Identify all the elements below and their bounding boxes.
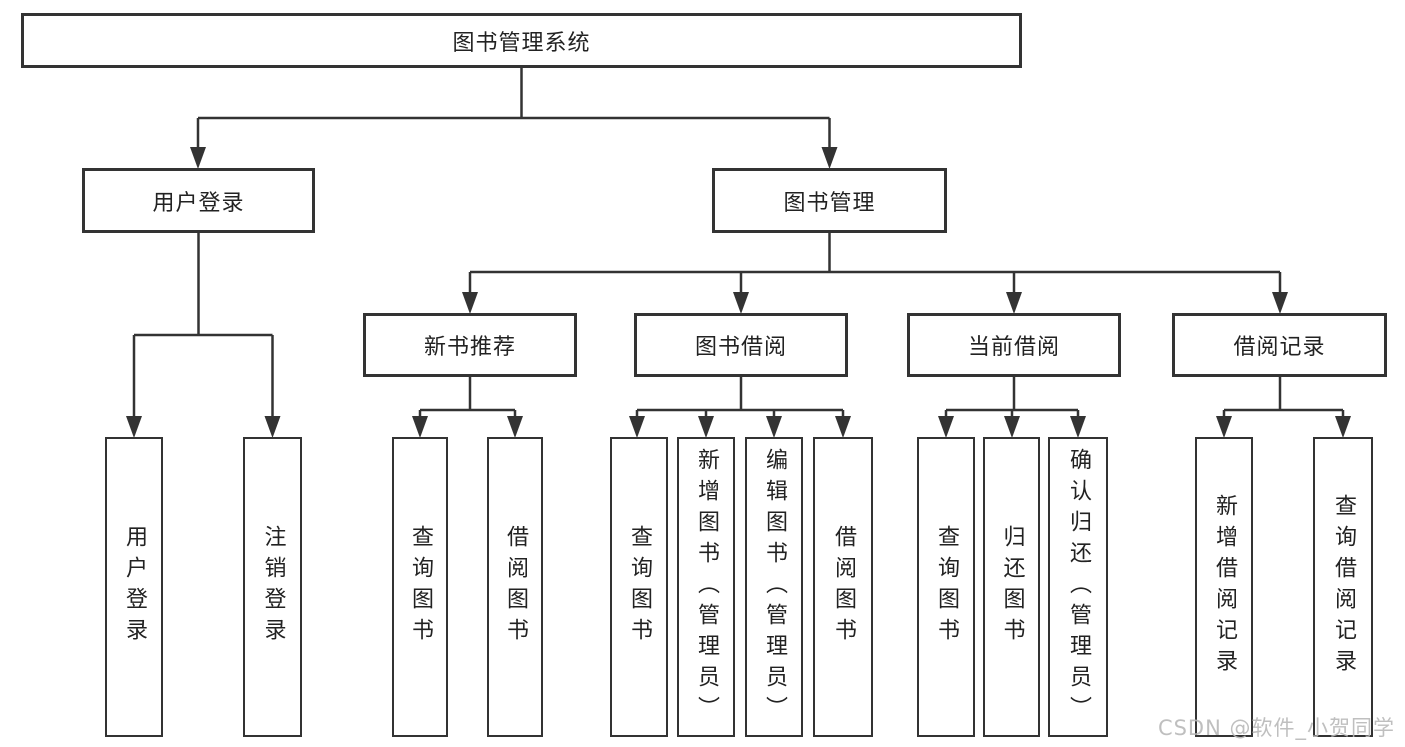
node-label: 当前借阅	[967, 335, 1060, 360]
node-new-book-recommend: 新书推荐	[363, 313, 577, 377]
node-current-borrowing: 当前借阅	[907, 313, 1121, 377]
leaf-label: 查询借阅记录	[1331, 494, 1356, 680]
leaf-current-return-books: 归还图书	[983, 437, 1040, 737]
node-book-management-system: 图书管理系统	[21, 13, 1022, 68]
leaf-borrowing-edit-books-admin: 编辑图书（管理员）	[745, 437, 803, 737]
node-label: 借阅记录	[1233, 335, 1326, 360]
leaf-label: 查询图书	[934, 525, 959, 649]
node-book-management: 图书管理	[712, 168, 947, 233]
node-label: 图书管理	[783, 190, 876, 216]
leaf-borrowing-query-books: 查询图书	[610, 437, 668, 737]
leaf-label: 新增图书（管理员）	[694, 447, 719, 727]
leaf-records-query-borrow-record: 查询借阅记录	[1313, 437, 1373, 737]
leaf-label: 新增借阅记录	[1212, 494, 1237, 680]
leaf-label: 编辑图书（管理员）	[762, 447, 787, 727]
leaf-label: 确认归还（管理员）	[1066, 447, 1091, 727]
leaf-logout: 注销登录	[243, 437, 302, 737]
leaf-borrowing-add-books-admin: 新增图书（管理员）	[677, 437, 735, 737]
node-label: 图书管理系统	[452, 30, 591, 56]
leaf-newbooks-borrow-books: 借阅图书	[487, 437, 543, 737]
leaf-user-login: 用户登录	[105, 437, 163, 737]
node-borrowing-records: 借阅记录	[1172, 313, 1387, 377]
leaf-records-add-borrow-record: 新增借阅记录	[1195, 437, 1253, 737]
leaf-borrowing-borrow-books: 借阅图书	[813, 437, 873, 737]
node-label: 图书借阅	[694, 335, 787, 360]
leaf-label: 归还图书	[999, 525, 1025, 649]
node-book-borrowing: 图书借阅	[634, 313, 848, 377]
connector-lines	[132, 68, 1345, 421]
leaf-current-confirm-return-admin: 确认归还（管理员）	[1048, 437, 1108, 737]
leaf-label: 注销登录	[260, 525, 286, 649]
leaf-label: 查询图书	[627, 525, 652, 649]
leaf-current-query-books: 查询图书	[917, 437, 975, 737]
leaf-newbooks-query-books: 查询图书	[392, 437, 448, 737]
leaf-label: 查询图书	[408, 525, 433, 649]
leaf-label: 借阅图书	[503, 525, 528, 649]
connector-arrowheads	[126, 147, 1351, 438]
node-label: 用户登录	[152, 190, 245, 216]
leaf-label: 用户登录	[122, 525, 147, 649]
leaf-label: 借阅图书	[831, 525, 856, 649]
node-user-login: 用户登录	[82, 168, 315, 233]
node-label: 新书推荐	[423, 335, 516, 360]
